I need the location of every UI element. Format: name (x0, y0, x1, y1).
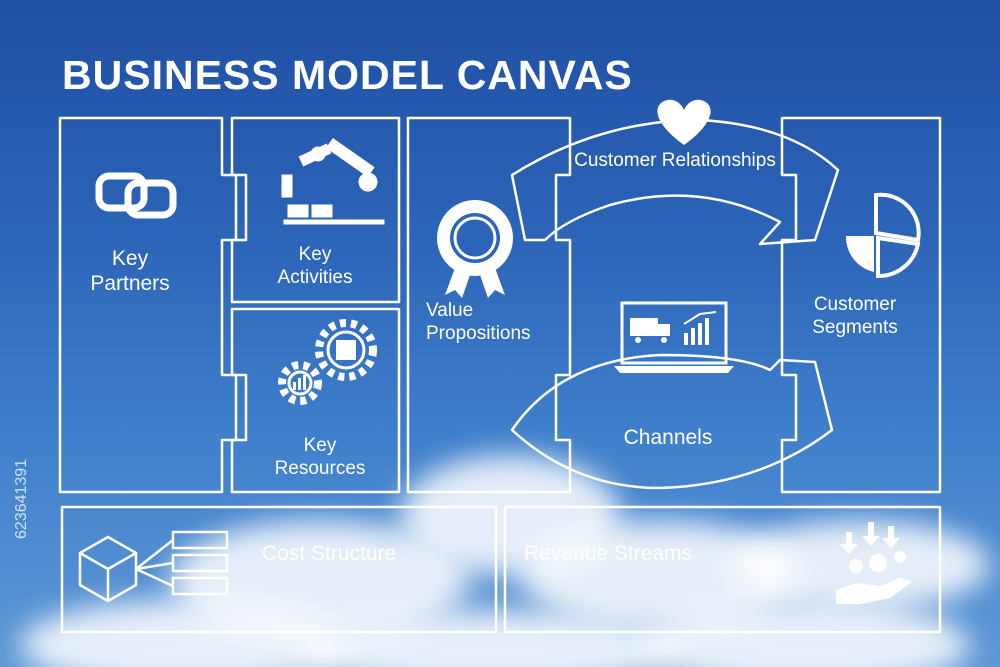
customer-relationships-label: Customer Relationships (574, 150, 776, 171)
value-propositions-box (406, 116, 572, 494)
key-partners-label: Key Partners (90, 247, 170, 296)
key-partners-box (58, 116, 238, 494)
customer-segments-box (780, 116, 942, 494)
key-resources-label: Key Resources (274, 435, 366, 479)
key-activities-box (230, 116, 401, 304)
channels-arrow (510, 353, 834, 490)
key-activities-label: Key Activities (277, 244, 353, 288)
revenue-streams-label: Revenue Streams (524, 542, 693, 565)
cloud (640, 600, 970, 667)
customer-segments-label: Customer Segments (812, 294, 898, 338)
channels-label: Channels (623, 426, 713, 449)
value-propositions-label: Value Propositions (426, 300, 531, 344)
revenue-streams-box (503, 505, 942, 634)
stock-watermark: 623641391 (13, 458, 30, 539)
cloud (20, 600, 350, 667)
cloud (300, 610, 680, 667)
relationships-arrow (510, 118, 840, 246)
cost-structure-box (60, 505, 498, 634)
cost-structure-label: Cost Structure (262, 542, 397, 565)
key-resources-box (230, 307, 401, 494)
page-title: BUSINESS MODEL CANVAS (62, 52, 633, 98)
